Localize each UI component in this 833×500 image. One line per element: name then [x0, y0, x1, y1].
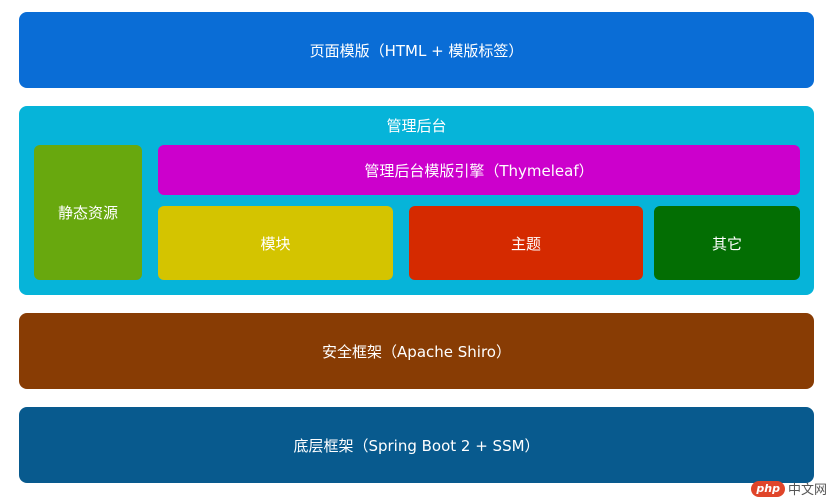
template-layer-label: 页面模版（HTML + 模版标签） [309, 41, 524, 60]
watermark: php 中文网 [751, 479, 827, 498]
theme-label: 主题 [510, 234, 541, 253]
static-resources-block: 静态资源 [34, 145, 142, 280]
other-label: 其它 [711, 234, 742, 253]
static-resources-label: 静态资源 [57, 204, 118, 222]
admin-layer-label: 管理后台 [386, 117, 447, 135]
module-block: 模块 [158, 206, 393, 280]
security-layer-label: 安全框架（Apache Shiro） [322, 342, 511, 361]
template-engine-label: 管理后台模版引擎（Thymeleaf） [364, 161, 594, 180]
watermark-text: 中文网 [787, 483, 827, 498]
theme-block: 主题 [409, 206, 643, 280]
template-layer: 页面模版（HTML + 模版标签） [19, 12, 814, 88]
base-layer: 底层框架（Spring Boot 2 + SSM） [19, 407, 814, 483]
template-engine-block: 管理后台模版引擎（Thymeleaf） [158, 145, 800, 195]
security-layer: 安全框架（Apache Shiro） [19, 313, 814, 389]
module-label: 模块 [260, 234, 291, 253]
php-logo-icon: php [751, 480, 785, 497]
base-layer-label: 底层框架（Spring Boot 2 + SSM） [293, 436, 540, 455]
other-block: 其它 [654, 206, 800, 280]
